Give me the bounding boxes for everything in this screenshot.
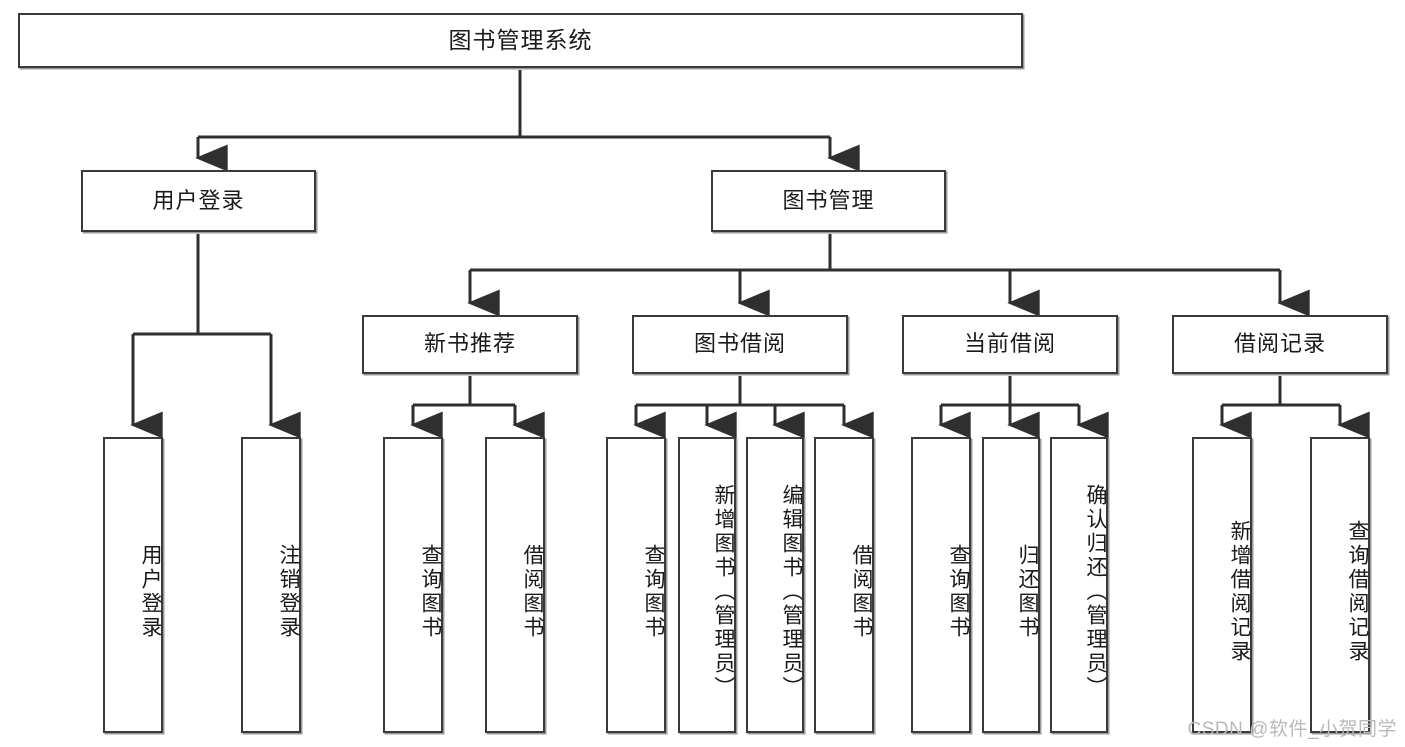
leaf-borrow-add-book-admin[interactable]: 新增图书（管理员）: [678, 437, 736, 733]
node-label: 借阅图书: [850, 544, 873, 640]
node-label: 当前借阅: [963, 331, 1056, 357]
leaf-recommend-borrow-book[interactable]: 借阅图书: [485, 437, 545, 733]
leaf-record-query-record[interactable]: 查询借阅记录: [1310, 437, 1370, 733]
node-label: 新增借阅记录: [1228, 520, 1251, 664]
node-label: 确认归还（管理员）: [1084, 484, 1107, 700]
node-label: 用户登录: [152, 187, 245, 213]
leaf-recommend-query-book[interactable]: 查询图书: [383, 437, 443, 733]
node-current-borrow[interactable]: 当前借阅: [902, 315, 1118, 374]
node-label: 新书推荐: [423, 331, 516, 357]
leaf-current-confirm-return-admin[interactable]: 确认归还（管理员）: [1050, 437, 1108, 733]
node-label: 查询借阅记录: [1346, 520, 1369, 664]
node-label: 注销登录: [277, 544, 300, 640]
node-label: 借阅图书: [521, 544, 544, 640]
node-label: 查询图书: [947, 544, 970, 640]
node-label: 图书管理: [782, 187, 875, 213]
leaf-current-return-book[interactable]: 归还图书: [982, 437, 1040, 733]
node-label: 查询图书: [642, 544, 665, 640]
node-label: 图书管理系统: [448, 26, 593, 53]
node-borrow-record[interactable]: 借阅记录: [1172, 315, 1388, 374]
node-label: 新增图书（管理员）: [712, 484, 735, 700]
node-label: 编辑图书（管理员）: [780, 484, 803, 700]
node-root-system[interactable]: 图书管理系统: [18, 13, 1023, 68]
node-label: 归还图书: [1016, 544, 1039, 640]
leaf-user-login-login[interactable]: 用户登录: [103, 437, 163, 733]
node-new-book-recommend[interactable]: 新书推荐: [362, 315, 578, 374]
csdn-watermark: CSDN @软件_小贺同学: [1187, 719, 1397, 740]
leaf-borrow-borrow-book[interactable]: 借阅图书: [814, 437, 874, 733]
node-label: 借阅记录: [1233, 331, 1326, 357]
node-user-login[interactable]: 用户登录: [81, 170, 316, 232]
node-label: 用户登录: [139, 544, 162, 640]
leaf-user-login-logout[interactable]: 注销登录: [241, 437, 301, 733]
leaf-borrow-edit-book-admin[interactable]: 编辑图书（管理员）: [746, 437, 804, 733]
node-label: 查询图书: [419, 544, 442, 640]
node-book-management[interactable]: 图书管理: [711, 170, 946, 232]
leaf-borrow-query-book[interactable]: 查询图书: [606, 437, 666, 733]
leaf-record-add-record[interactable]: 新增借阅记录: [1192, 437, 1252, 733]
node-label: 图书借阅: [693, 331, 786, 357]
node-book-borrow[interactable]: 图书借阅: [632, 315, 848, 374]
leaf-current-query-book[interactable]: 查询图书: [911, 437, 971, 733]
